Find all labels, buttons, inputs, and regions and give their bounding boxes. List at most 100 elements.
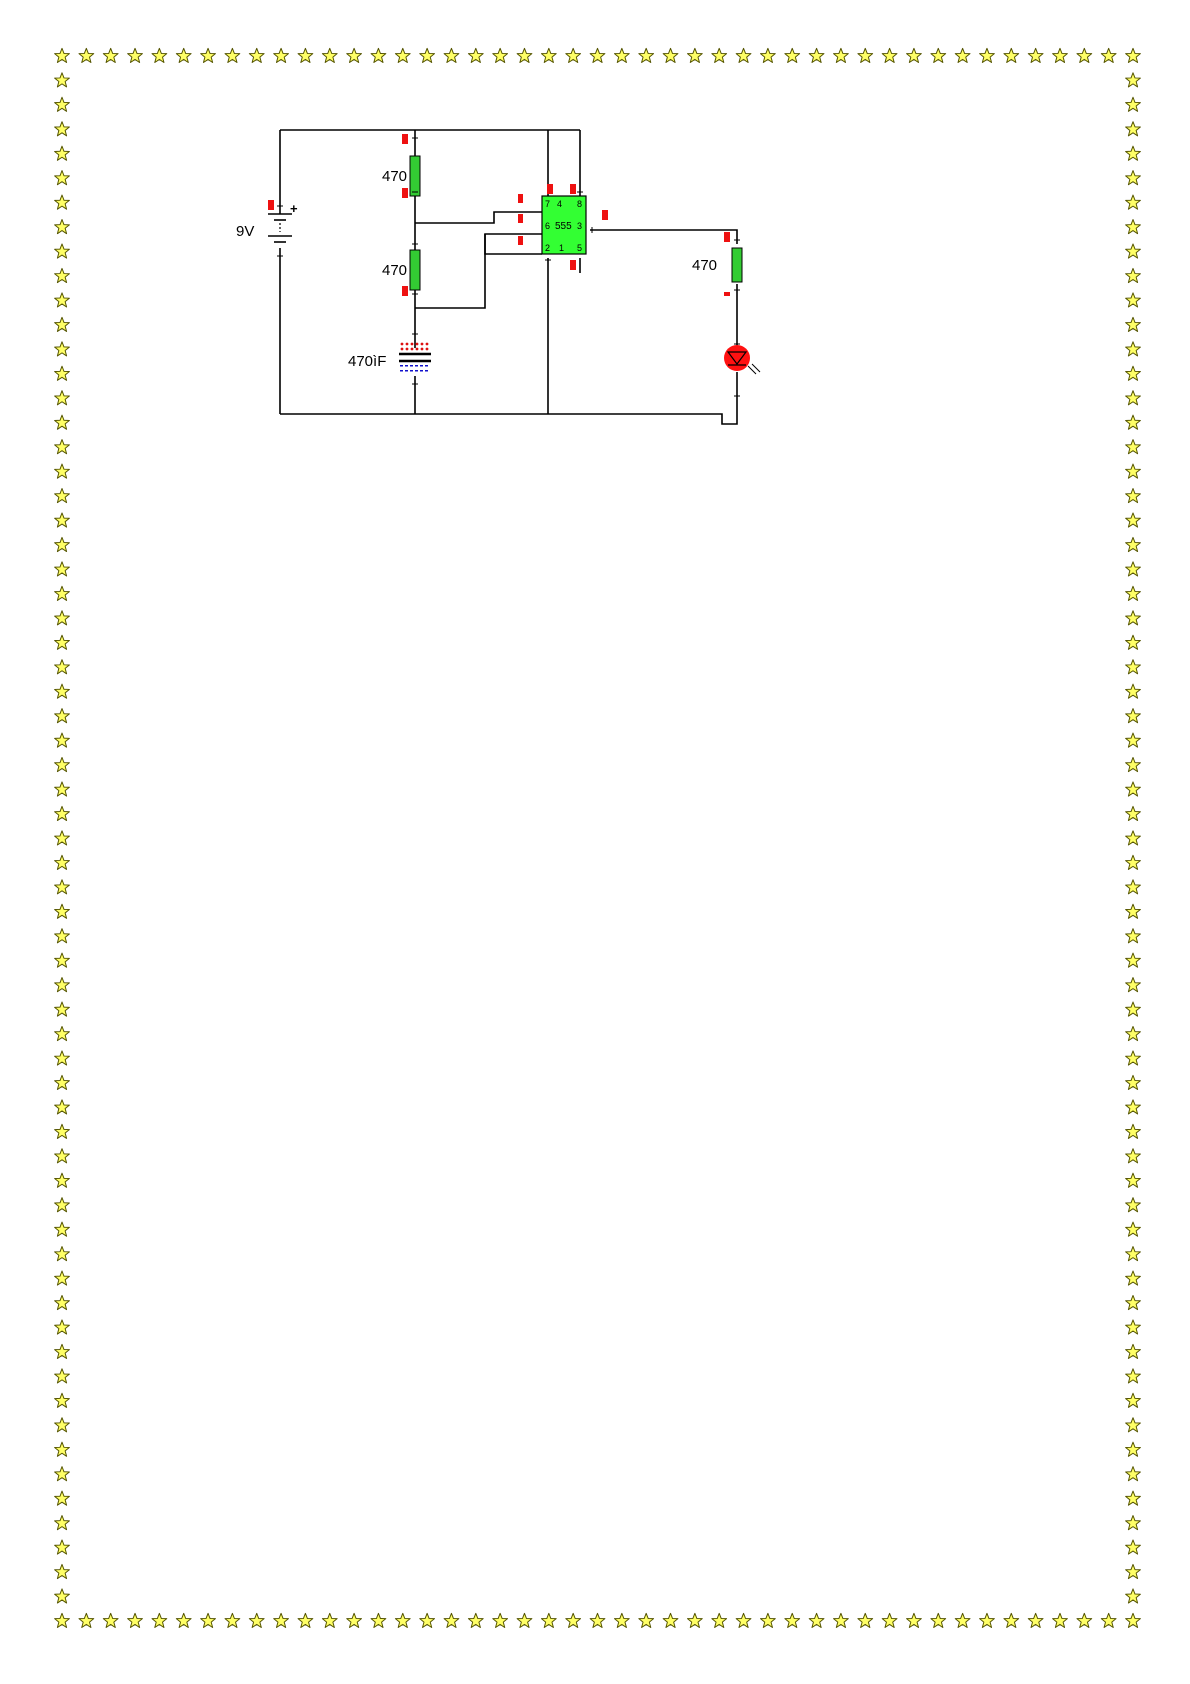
star-icon <box>1125 903 1141 919</box>
star-icon <box>54 243 70 259</box>
star-icon <box>1125 1001 1141 1017</box>
star-icon <box>54 170 70 186</box>
star-icon <box>54 1099 70 1115</box>
star-icon <box>516 1612 533 1628</box>
star-icon <box>1125 414 1141 430</box>
star-icon <box>1125 585 1141 601</box>
star-icon <box>54 1515 70 1531</box>
star-icon <box>1125 145 1141 161</box>
resistor-r2: 470 <box>382 249 421 296</box>
star-icon <box>54 1001 70 1017</box>
star-icon <box>1125 1563 1141 1580</box>
star-icon <box>419 47 435 63</box>
battery-9v: 9V + <box>236 200 298 243</box>
ic-pin-6: 6 <box>545 221 550 231</box>
star-icon <box>54 683 70 699</box>
star-icon <box>1125 634 1141 650</box>
star-icon <box>224 47 241 63</box>
resistor-r3-label: 470 <box>692 257 717 274</box>
star-icon <box>54 365 70 381</box>
star-icon <box>54 121 70 137</box>
resistor-r1-label: 470 <box>382 168 407 185</box>
star-icon <box>346 47 362 63</box>
star-icon <box>54 977 70 993</box>
probe-marker <box>402 188 408 198</box>
star-icon <box>1125 781 1141 797</box>
star-icon <box>54 341 70 357</box>
star-icon <box>321 47 338 63</box>
star-icon <box>370 1612 387 1628</box>
star-icon <box>54 1563 70 1580</box>
probe-marker <box>402 286 408 296</box>
star-icon <box>102 1612 119 1628</box>
star-icon <box>467 47 484 63</box>
star-icon <box>808 47 825 63</box>
star-icon <box>857 1612 874 1628</box>
star-icon <box>151 47 168 63</box>
star-icon <box>297 47 314 63</box>
ic-pin-4: 4 <box>557 199 562 209</box>
star-icon <box>297 1612 314 1628</box>
star-icon <box>1125 512 1141 528</box>
star-icon <box>1125 194 1141 210</box>
star-icon <box>930 47 947 63</box>
ic-pin-2: 2 <box>545 243 550 253</box>
star-icon <box>833 47 849 63</box>
star-icon <box>1125 659 1141 675</box>
star-icon <box>54 1074 70 1091</box>
star-icon <box>1125 488 1141 504</box>
star-icon <box>906 47 922 63</box>
star-icon <box>784 47 801 63</box>
star-icon <box>54 439 70 455</box>
star-icon <box>54 1294 70 1311</box>
star-icon <box>54 1172 70 1188</box>
star-icon <box>1027 47 1044 63</box>
star-icon <box>175 1612 192 1628</box>
star-icon <box>54 1123 70 1139</box>
ic-name: 555 <box>555 221 572 232</box>
star-icon <box>1125 1539 1141 1555</box>
star-icon <box>1125 952 1141 968</box>
star-icon <box>1125 1319 1141 1335</box>
star-icon <box>1052 1612 1068 1628</box>
star-icon <box>127 1612 143 1628</box>
star-icon <box>638 1612 655 1628</box>
star-icon <box>54 390 70 406</box>
star-icon <box>492 1612 509 1628</box>
star-icon <box>273 1612 289 1628</box>
star-icon <box>54 1343 70 1359</box>
star-icon <box>565 1612 582 1628</box>
star-icon <box>54 805 70 822</box>
star-icon <box>1125 439 1141 455</box>
star-icon <box>54 1050 70 1066</box>
star-icon <box>613 47 630 63</box>
star-icon <box>54 219 70 235</box>
star-icon <box>589 47 606 63</box>
star-icon <box>54 830 70 846</box>
ic-pin-5: 5 <box>577 243 582 253</box>
star-icon <box>1125 1025 1141 1042</box>
star-icon <box>54 952 70 968</box>
star-icon <box>54 1612 70 1628</box>
star-icon <box>54 903 70 919</box>
star-icon <box>1125 928 1141 944</box>
star-icon <box>224 1612 241 1628</box>
star-icon <box>1125 1368 1141 1384</box>
star-icon <box>54 1588 70 1604</box>
wire-ticks <box>277 137 740 397</box>
star-icon <box>1125 854 1141 870</box>
star-icon <box>1076 47 1093 63</box>
star-icon <box>1125 708 1141 724</box>
star-icon <box>54 512 70 528</box>
probe-marker <box>402 134 408 144</box>
star-icon <box>54 145 70 161</box>
probe-marker <box>724 232 730 242</box>
star-icon <box>589 1612 606 1628</box>
star-icon <box>54 756 70 773</box>
star-icon <box>54 316 70 332</box>
star-icon <box>1027 1612 1044 1628</box>
star-icon <box>54 72 70 88</box>
capacitor-label: 470ìF <box>348 353 386 370</box>
star-icon <box>54 659 70 675</box>
star-icon <box>54 634 70 650</box>
